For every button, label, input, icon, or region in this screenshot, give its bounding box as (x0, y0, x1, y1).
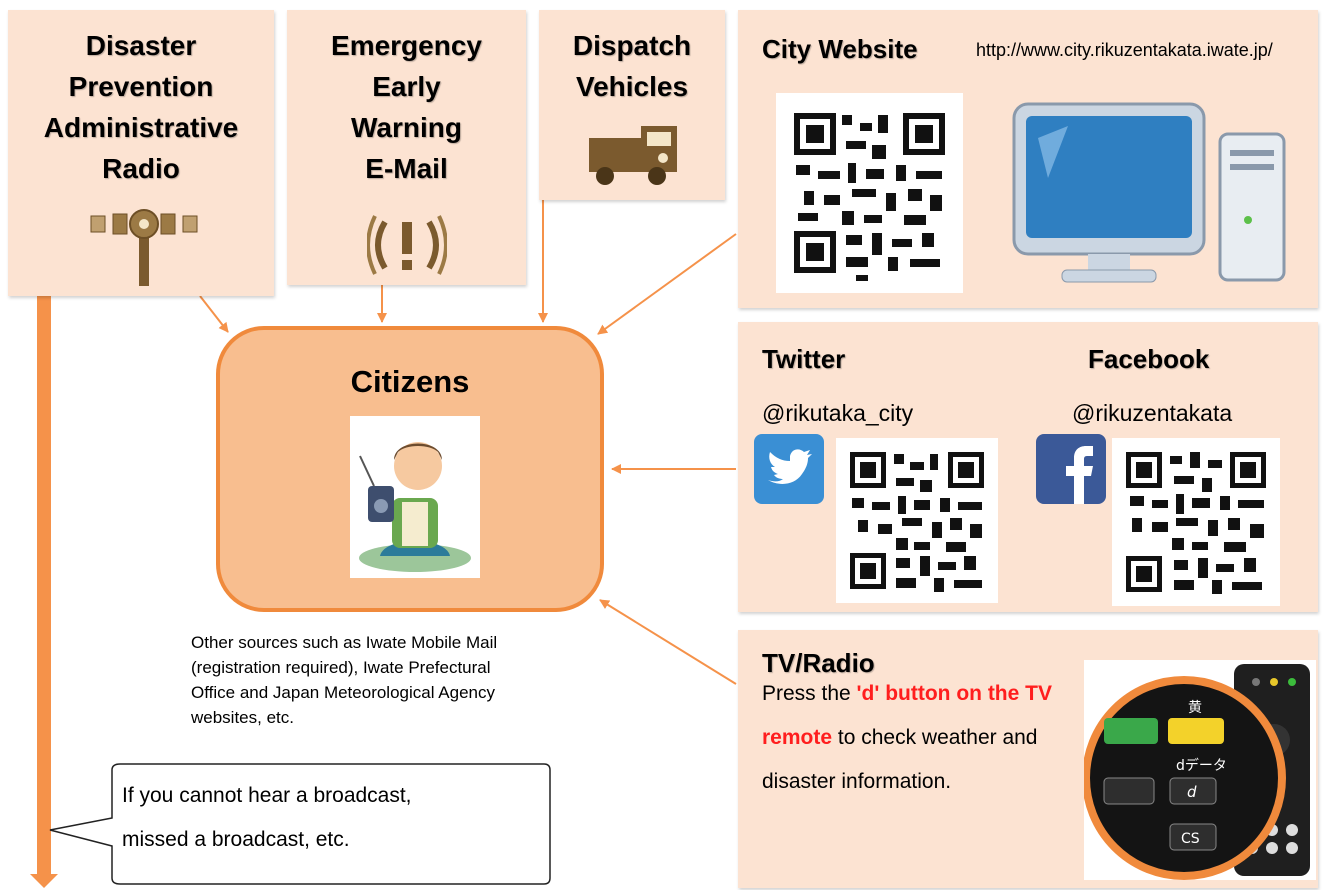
alert-icon (367, 215, 447, 275)
tv-radio-panel: TV/Radio Press the 'd' button on the TV … (738, 630, 1318, 888)
truck-icon (589, 126, 677, 185)
city-website-panel: City Website http://www.city.rikuzentaka… (738, 10, 1318, 308)
remote-d-data-label: dデータ (1176, 757, 1227, 774)
speech-bubble-text: If you cannot hear a broadcast, missed a… (122, 784, 412, 851)
source-disaster-radio-title: Disaster Prevention Administrative Radio (43, 30, 239, 184)
twitter-icon[interactable] (754, 434, 824, 504)
speech-bubble (49, 763, 551, 885)
other-sources-note: Other sources such as Iwate Mobile Mail … (191, 633, 498, 727)
source-dispatch: Dispatch Vehicles (539, 10, 725, 200)
tv-remote-icon: 黄 dデータ d CS (1084, 660, 1316, 880)
twitter-handle[interactable]: @rikutaka_city (762, 400, 914, 426)
remote-yellow-label: 黄 (1188, 699, 1202, 716)
left-vertical-bar (37, 294, 51, 877)
city-website-qr-code[interactable] (776, 93, 963, 293)
qr-code-icon (850, 452, 984, 592)
citizens-node: Citizens (216, 326, 604, 612)
loudspeaker-icon (90, 209, 198, 286)
qr-code-icon (794, 113, 945, 281)
arrow-website (597, 233, 737, 335)
d-button-emphasis: 'd' button on the TV remote (762, 682, 1052, 749)
person-with-radio-icon (350, 416, 480, 578)
city-website-title: City Website (762, 34, 918, 64)
remote-cs-label: CS (1181, 831, 1200, 847)
facebook-qr-code[interactable] (1112, 438, 1280, 606)
source-disaster-radio: Disaster Prevention Administrative Radio (8, 10, 274, 296)
svg-text:d: d (1187, 783, 1197, 801)
arrow-tv (599, 599, 737, 685)
citizens-title: Citizens (350, 364, 470, 399)
facebook-title: Facebook (1088, 344, 1210, 374)
tv-radio-title: TV/Radio (762, 648, 875, 678)
computer-icon (1012, 102, 1286, 283)
source-emergency-mail: Emergency Early Warning E-Mail (287, 10, 526, 285)
twitter-qr-code[interactable] (836, 438, 998, 603)
facebook-handle[interactable]: @rikuzentakata (1072, 400, 1233, 426)
arrow-radio (199, 295, 229, 333)
left-bar-arrowhead (30, 874, 58, 888)
source-emergency-mail-title: Emergency Early Warning E-Mail (331, 30, 482, 184)
facebook-icon[interactable] (1036, 434, 1106, 504)
twitter-title: Twitter (762, 344, 846, 374)
source-dispatch-title: Dispatch Vehicles (572, 30, 692, 102)
qr-code-icon (1126, 452, 1266, 594)
city-website-url[interactable]: http://www.city.rikuzentakata.iwate.jp/ (976, 40, 1273, 60)
social-panel: Twitter Facebook @rikutaka_city @rikuzen… (738, 322, 1318, 612)
tv-radio-instructions: Press the 'd' button on the TV remote to… (762, 682, 1052, 793)
